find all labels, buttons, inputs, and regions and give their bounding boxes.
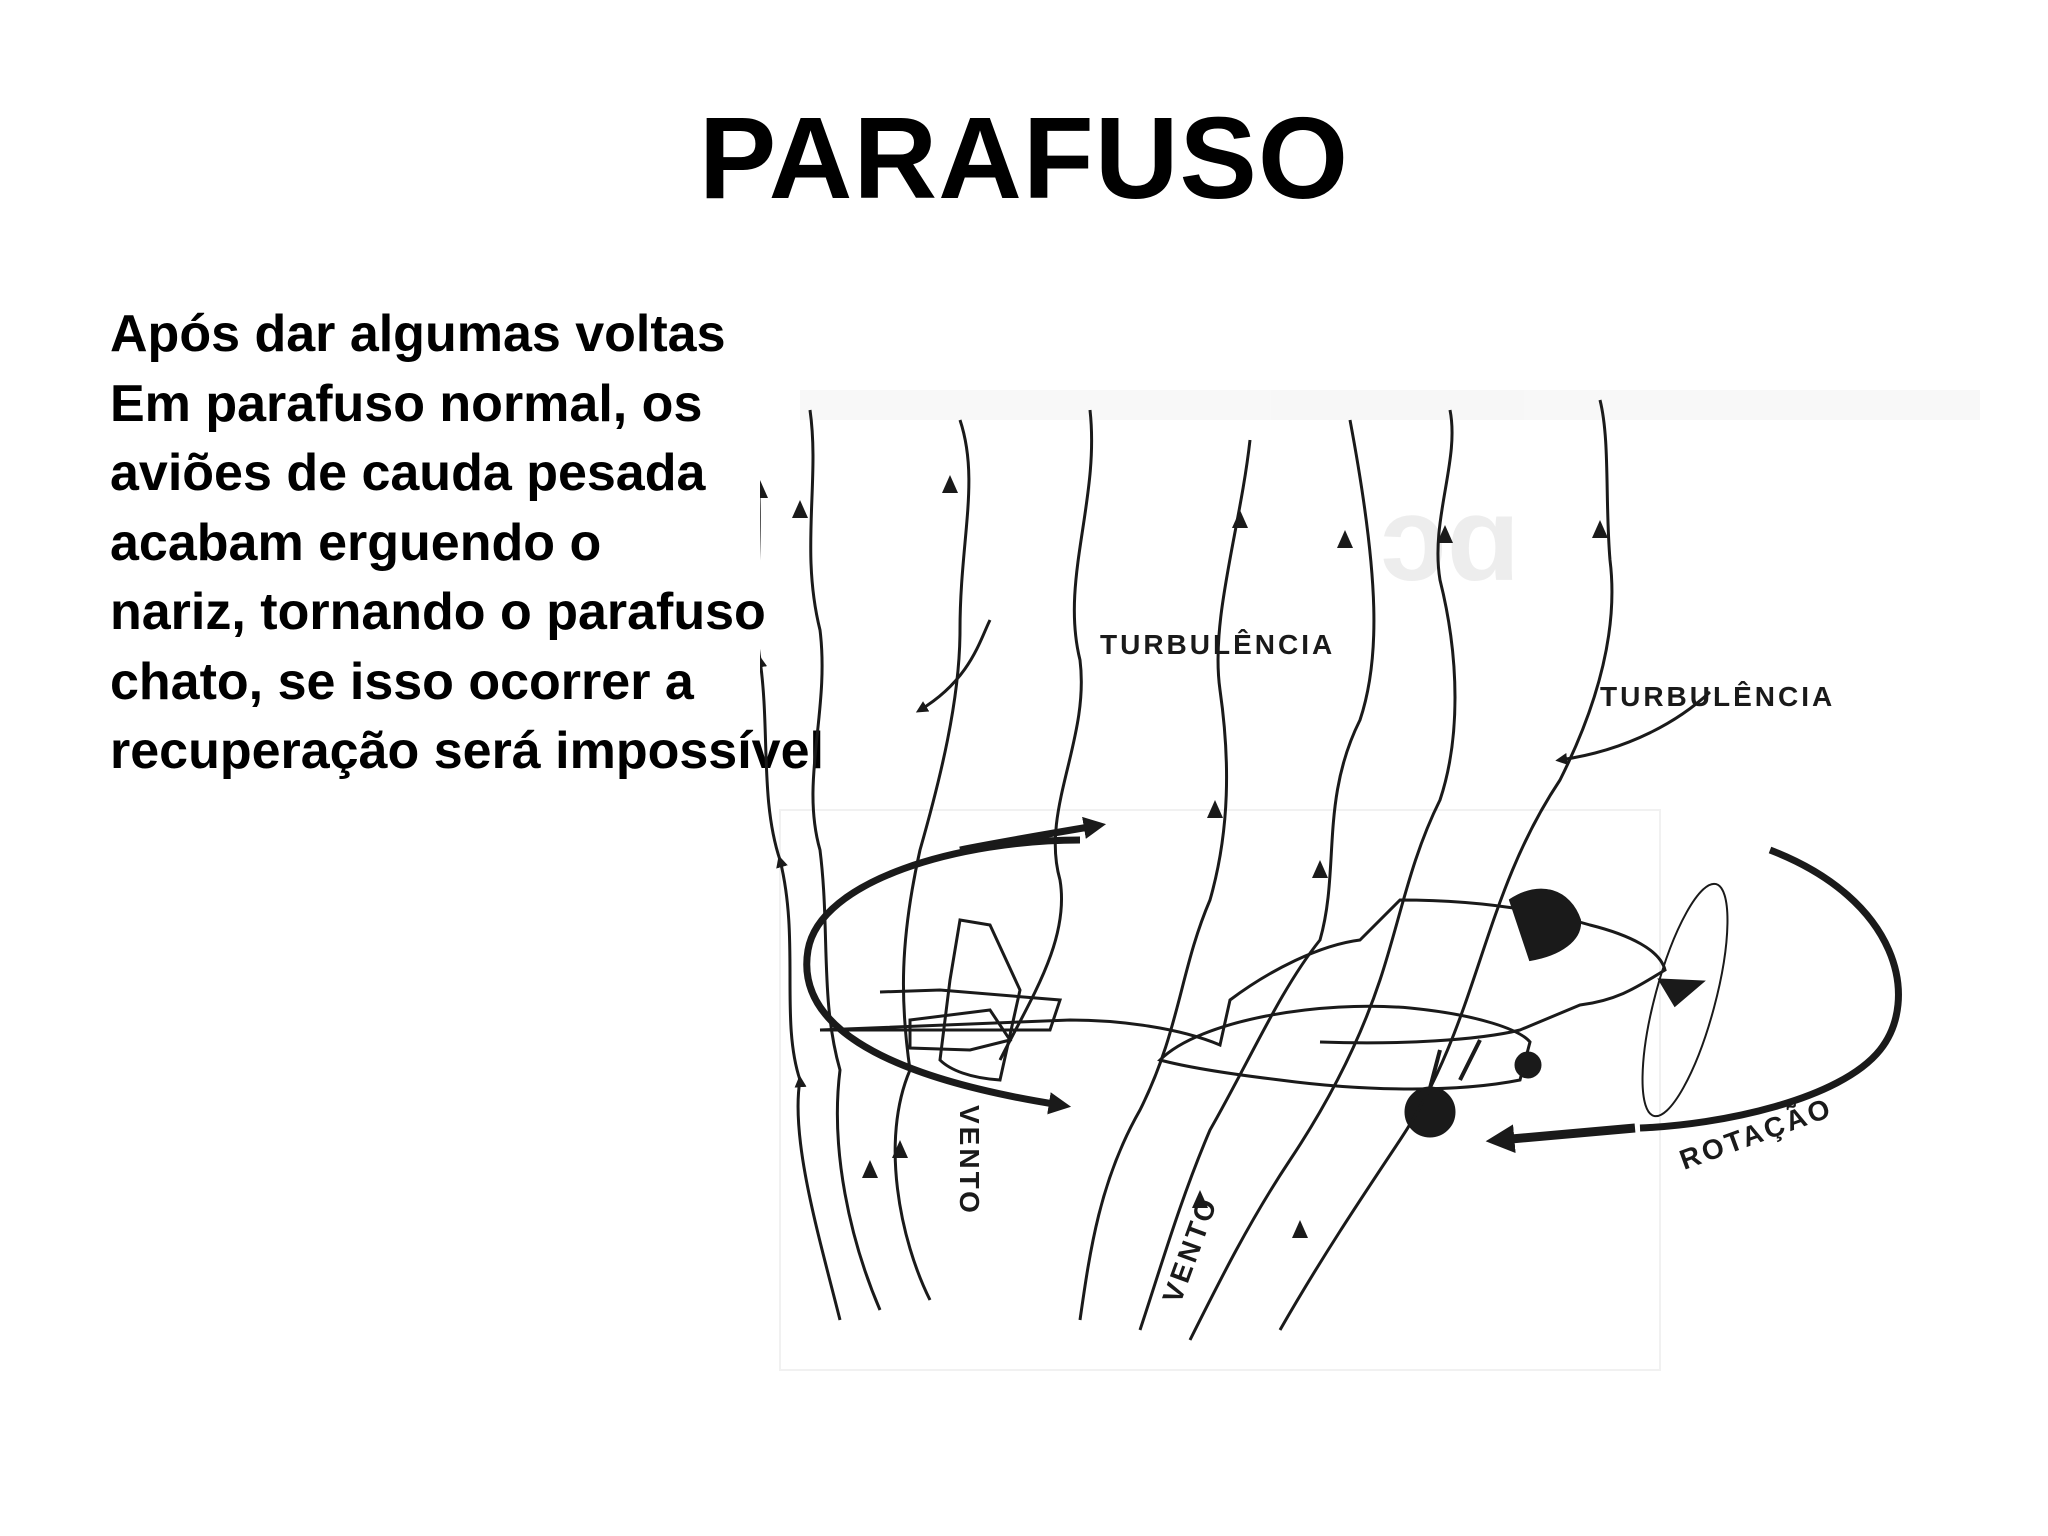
airflow-lines-icon	[760, 399, 1614, 1341]
body-line: chato, se isso ocorrer a	[110, 652, 694, 711]
body-line: acabam erguendo o	[110, 513, 602, 572]
body-text: Após dar algumas voltas Em parafuso norm…	[110, 300, 950, 787]
rotation-label: ROTAÇÃO	[1675, 1092, 1836, 1176]
airplane-icon	[819, 882, 1729, 1138]
wind-label-left: VENTO	[954, 1105, 985, 1216]
body-line: aviões de cauda pesada	[110, 444, 706, 502]
rotation-arrow-icon	[803, 816, 1902, 1154]
body-line: Após dar algumas voltas	[110, 305, 726, 363]
spin-diagram: ɔɑ	[760, 380, 2000, 1400]
turbulence-label-right: TURBULÊNCIA	[1600, 681, 1835, 712]
body-line: recuperação será impossível	[110, 722, 824, 780]
slide-title: PARAFUSO	[698, 93, 1350, 223]
turbulence-pointers	[915, 619, 1712, 765]
body-line: Em parafuso normal, os	[110, 374, 703, 433]
scan-background: ɔɑ	[779, 390, 1980, 1371]
turbulence-label-left: TURBULÊNCIA	[1100, 629, 1335, 660]
spin-diagram-svg: ɔɑ	[760, 390, 1980, 1371]
airflow-arrowheads	[760, 475, 1608, 1238]
body-line: nariz, tornando o parafuso	[110, 583, 766, 641]
